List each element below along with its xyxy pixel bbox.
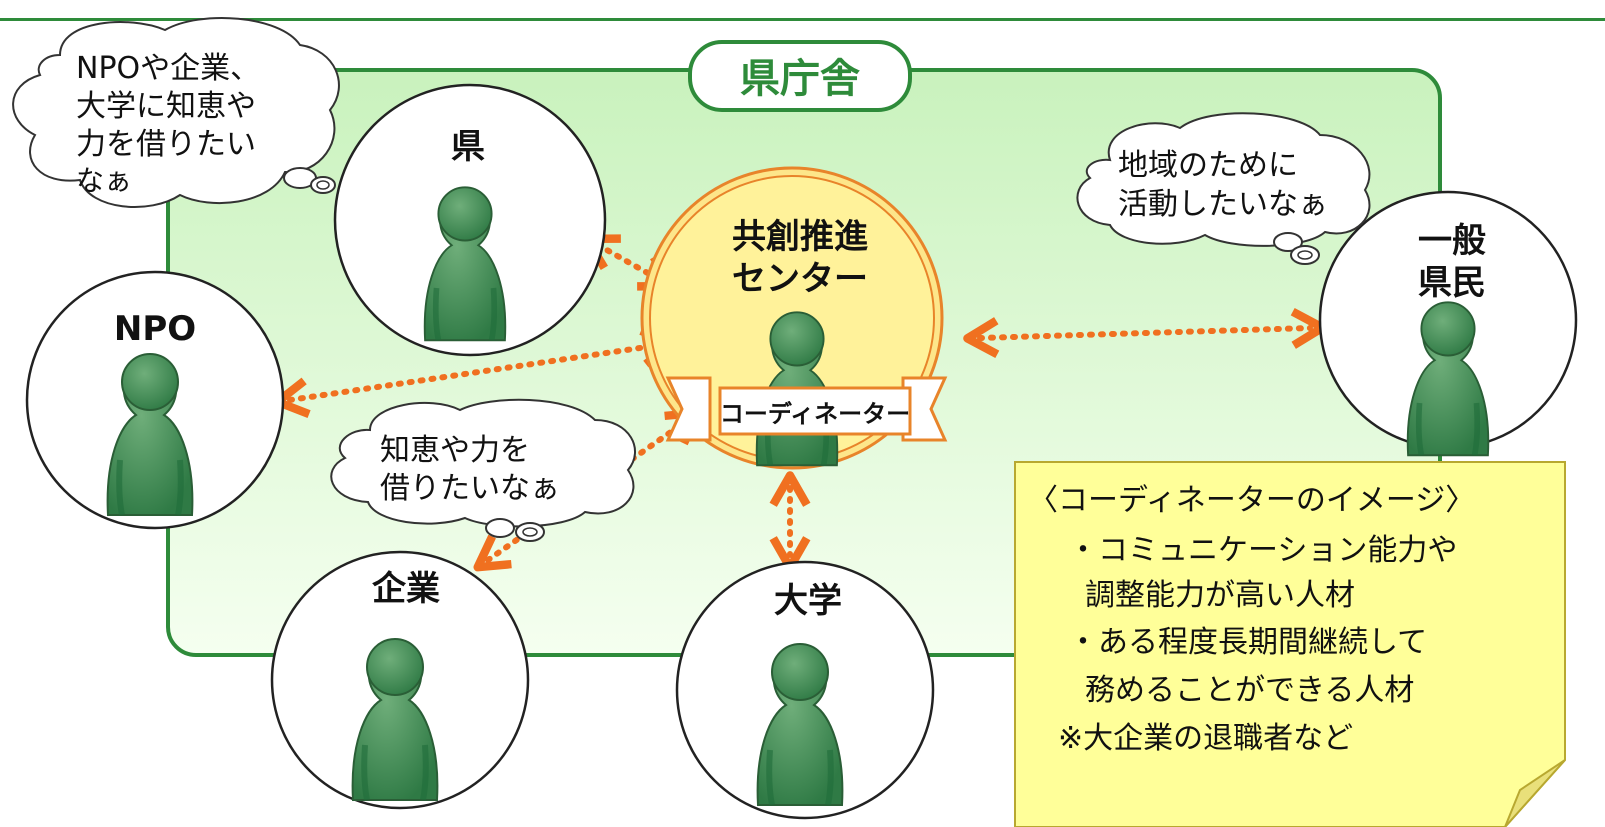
office-label: 県庁舎: [740, 56, 860, 102]
note-line2: 調整能力が高い人材: [1085, 578, 1355, 613]
bubble-prefecture-line4: なぁ: [76, 164, 132, 197]
office-label-box: [688, 40, 912, 112]
ribbon-band: [718, 386, 912, 436]
node-prefecture: 県: [333, 83, 607, 357]
bubble-npo: 知恵や力を 借りたいなぁ: [330, 398, 636, 542]
note-line5: ※大企業の退職者など: [1058, 721, 1353, 756]
arrow-npo-center: [273, 326, 677, 419]
ribbon-right-tail: [901, 376, 948, 442]
note-title: 〈コーディネーターのイメージ〉: [1028, 483, 1475, 518]
bubble-citizens-line2: 活動したいなぁ: [1118, 187, 1328, 222]
bubble-citizens-line1: 地域のために: [1118, 148, 1298, 183]
bubble-npo-line2: 借りたいなぁ: [380, 471, 560, 506]
bubble-prefecture-line2: 大学に知恵や: [76, 89, 256, 124]
bubble-citizens: 地域のために 活動したいなぁ: [1076, 112, 1371, 265]
note-line4: 務めることができる人材: [1085, 673, 1414, 708]
node-university: 大学: [675, 560, 935, 820]
node-npo: NPO: [25, 270, 285, 530]
ribbon-left-tail: [665, 376, 712, 442]
center-title-1: 共創推進: [732, 217, 868, 257]
node-company: 企業: [270, 550, 530, 810]
coordinator-note: 〈コーディネーターのイメージ〉 ・コミュニケーション能力や 調整能力が高い人材 …: [1014, 461, 1566, 827]
arrow-citizens-center: [963, 308, 1327, 358]
bubble-prefecture-line1: NPOや企業、: [76, 51, 260, 86]
center-title-2: センター: [732, 259, 868, 299]
note-line1: ・コミュニケーション能力や: [1068, 533, 1457, 568]
node-citizens-label-2: 県民: [1418, 263, 1486, 303]
node-university-label: 大学: [774, 581, 842, 621]
node-company-label: 企業: [372, 569, 440, 609]
node-citizens: 一般 県民: [1318, 190, 1578, 455]
bubble-prefecture: NPOや企業、 大学に知恵や 力を借りたい なぁ: [12, 17, 340, 208]
note-fold: [1504, 759, 1566, 827]
top-divider: [0, 18, 1605, 21]
node-center: 共創推進 センター コーディネーター: [640, 166, 948, 470]
note-line3: ・ある程度長期間継続して: [1068, 625, 1427, 660]
bubble-prefecture-line3: 力を借りたい: [76, 127, 256, 162]
node-citizens-label-1: 一般: [1418, 221, 1486, 261]
node-prefecture-label: 県: [451, 127, 485, 167]
bubble-npo-line1: 知恵や力を: [380, 433, 530, 468]
node-npo-label: NPO: [114, 309, 196, 349]
ribbon-label: コーディネーター: [720, 400, 910, 428]
